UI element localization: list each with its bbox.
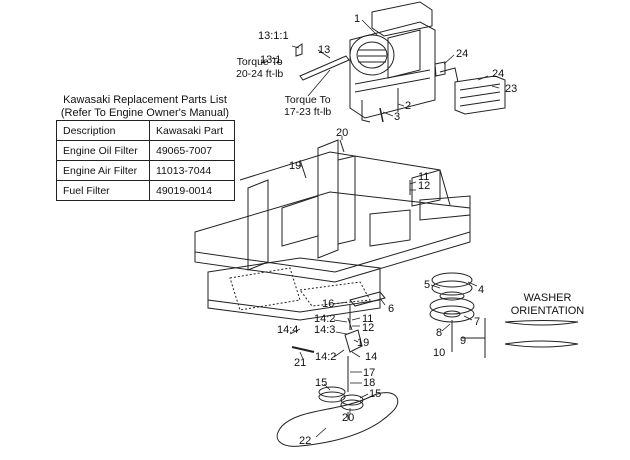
parts-list-header-row: Description Kawasaki Part — [56, 120, 235, 141]
table-row: Engine Oil Filter 49065-7007 — [56, 140, 235, 161]
header-description: Description — [56, 120, 150, 141]
torque-note-lower: Torque To 17-23 ft-lb — [284, 94, 331, 118]
hardware — [299, 139, 453, 420]
callout-23: 23 — [505, 83, 518, 95]
callout-1: 1 — [354, 13, 361, 25]
callout-14-2-upper: 14:2 — [314, 313, 336, 325]
muffler-assembly — [434, 61, 506, 115]
row-part-number: 49019-0014 — [149, 180, 235, 201]
callout-4: 4 — [478, 284, 485, 296]
header-kawasaki-part: Kawasaki Part — [149, 120, 235, 141]
callout-17: 17 — [363, 367, 376, 379]
engine-assembly — [349, 1, 436, 123]
row-part-number: 49065-7007 — [149, 140, 235, 161]
callout-14-4: 14:4 — [277, 324, 299, 336]
washer-title-line1: WASHER — [523, 292, 572, 304]
torque-note-upper-line1: Torque To — [236, 56, 283, 68]
washer-orientation-title: WASHER ORIENTATION — [500, 292, 595, 318]
parts-list-title: Kawasaki Replacement Parts List (Refer T… — [30, 94, 260, 120]
callout-11-lower: 11 — [362, 313, 374, 325]
parts-list-table: Description Kawasaki Part Engine Oil Fil… — [56, 120, 235, 201]
callout-16: 16 — [322, 298, 335, 310]
drive-belt — [276, 392, 399, 447]
callout-8: 8 — [436, 327, 443, 339]
clutch-pulley-stack — [429, 272, 475, 350]
callout-21: 21 — [294, 357, 307, 369]
parts-list-title-line2: (Refer To Engine Owner's Manual) — [60, 107, 230, 119]
row-part-number: 11013-7044 — [149, 160, 235, 181]
callout-18: 18 — [363, 377, 376, 389]
row-description: Engine Air Filter — [56, 160, 150, 181]
torque-note-upper-line2: 20-24 ft-lb — [236, 68, 284, 80]
callout-2: 2 — [405, 100, 412, 112]
parts-list-title-line1: Kawasaki Replacement Parts List — [63, 94, 227, 106]
callout-9: 9 — [460, 335, 467, 347]
callout-12-upper: 12 — [418, 180, 431, 192]
row-description: Engine Oil Filter — [56, 140, 150, 161]
callout-14: 14 — [365, 351, 378, 363]
callout-11-upper: 11 — [418, 171, 430, 183]
leader-lines — [289, 19, 500, 438]
callout-14-2-lower: 14:2 — [315, 351, 337, 363]
idler-assembly — [291, 291, 386, 411]
callout-22: 22 — [299, 435, 312, 447]
frame-chassis — [194, 139, 471, 321]
callout-15-left: 15 — [315, 377, 328, 389]
washer-orientation-bracket — [462, 318, 579, 358]
callout-10: 10 — [433, 347, 446, 359]
callout-24-upper: 24 — [456, 48, 469, 60]
callout-13-1-1: 13:1:1 — [258, 30, 289, 42]
callout-5: 5 — [424, 279, 431, 291]
row-description: Fuel Filter — [56, 180, 150, 201]
callout-20-upper: 20 — [336, 127, 349, 139]
callout-6: 6 — [388, 303, 395, 315]
callout-19-lower: 19 — [357, 337, 370, 349]
torque-note-lower-line1: Torque To — [284, 94, 331, 106]
callout-14-3: 14:3 — [314, 324, 336, 336]
callout-20-lower: 20 — [342, 412, 355, 424]
callout-19-upper: 19 — [289, 160, 302, 172]
dipstick-tube — [295, 43, 350, 81]
callout-7: 7 — [474, 316, 481, 328]
table-row: Engine Air Filter 11013-7044 — [56, 160, 235, 181]
callout-12-lower: 12 — [362, 322, 375, 334]
torque-note-lower-line2: 17-23 ft-lb — [284, 106, 332, 118]
callout-24-lower: 24 — [492, 68, 505, 80]
table-row: Fuel Filter 49019-0014 — [56, 180, 235, 201]
callout-15-right: 15 — [369, 388, 382, 400]
callout-13-1: 13:1 — [260, 54, 282, 66]
torque-note-upper: Torque To 20-24 ft-lb — [236, 56, 283, 80]
callout-3: 3 — [394, 111, 401, 123]
washer-title-line2: ORIENTATION — [510, 305, 585, 317]
callout-13: 13 — [318, 44, 331, 56]
